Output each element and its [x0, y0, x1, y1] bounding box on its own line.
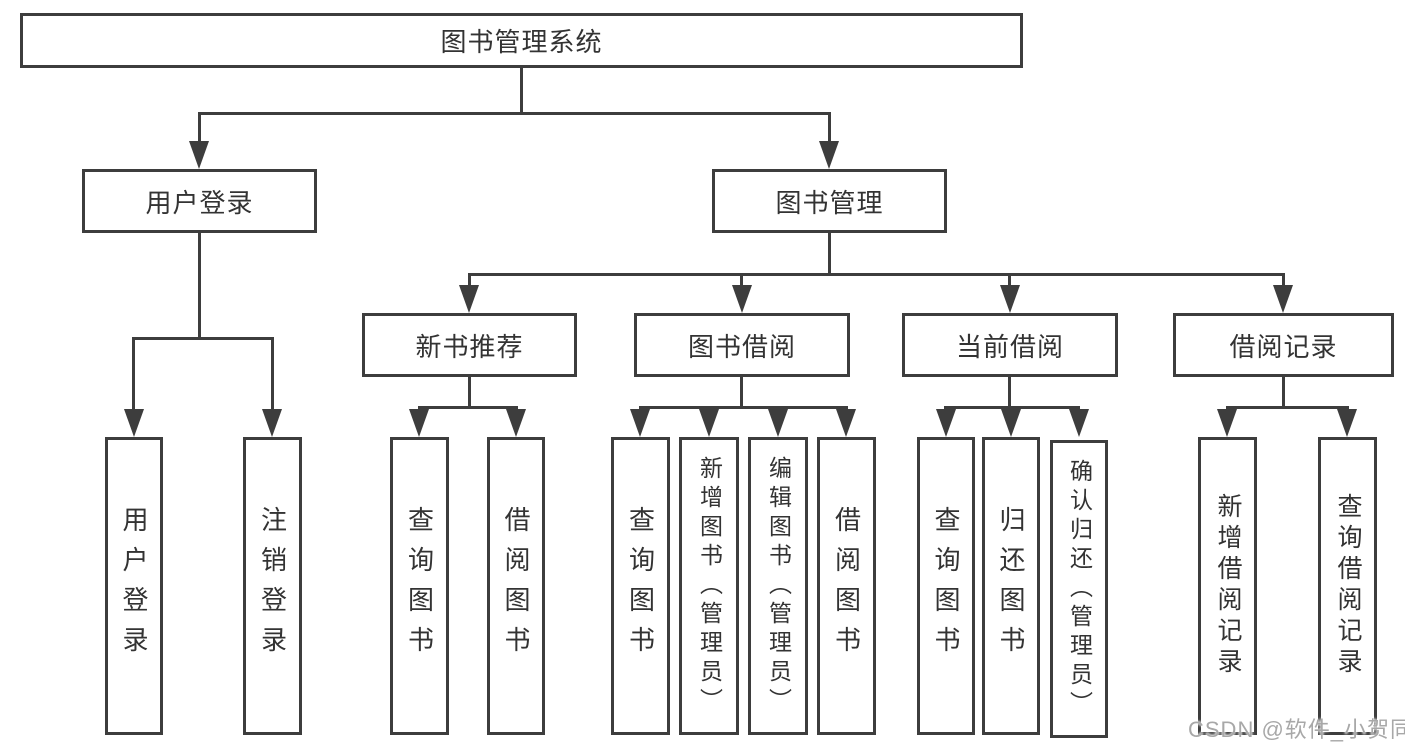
leaf-add-book-admin-label: 新增图书（管理员） [696, 455, 723, 717]
connector-book-mgmt-drop [828, 112, 831, 145]
connector-user-login-rail [132, 337, 274, 340]
arrowhead-icon [1273, 285, 1293, 313]
leaf-borrow-book-1-label: 借阅图书 [501, 506, 531, 666]
arrowhead-icon [699, 409, 719, 437]
leaf-logout: 注销登录 [243, 437, 302, 735]
connector-rail [418, 406, 518, 409]
leaf-confirm-return-admin-label: 确认归还（管理员） [1066, 458, 1093, 720]
leaf-query-book-3: 查询图书 [917, 437, 975, 735]
leaf-borrow-book-1: 借阅图书 [487, 437, 545, 735]
connector-user-login-drop [198, 112, 201, 145]
connector-stem [740, 377, 743, 409]
leaf-add-borrow-record-label: 新增借阅记录 [1214, 493, 1242, 679]
arrowhead-icon [1069, 409, 1089, 437]
arrowhead-icon [124, 409, 144, 437]
connector-stem [1282, 377, 1285, 409]
arrowhead-icon [732, 285, 752, 313]
node-book-management: 图书管理 [712, 169, 947, 233]
connector-level3-rail [468, 273, 1285, 276]
connector-root-stem [520, 68, 523, 115]
arrowhead-icon [768, 409, 788, 437]
watermark-text: CSDN @软件_小贺同学 [1188, 717, 1405, 742]
arrowhead-icon [1217, 409, 1237, 437]
arrowhead-icon [936, 409, 956, 437]
arrowhead-icon [409, 409, 429, 437]
connector-rail [944, 406, 1080, 409]
leaf-query-borrow-record: 查询借阅记录 [1318, 437, 1377, 735]
connector-stem [468, 377, 471, 409]
connector-level2-rail [198, 112, 831, 115]
leaf-add-borrow-record: 新增借阅记录 [1198, 437, 1257, 735]
leaf-user-login: 用户登录 [105, 437, 163, 735]
leaf-user-login-label: 用户登录 [119, 506, 149, 666]
leaf-query-book-1-label: 查询图书 [404, 506, 435, 666]
node-borrow-records-label: 借阅记录 [1229, 331, 1338, 362]
leaf-edit-book-admin-label: 编辑图书（管理员） [765, 455, 792, 717]
leaf-query-book-2-label: 查询图书 [625, 506, 656, 666]
arrowhead-icon [459, 285, 479, 313]
connector-user-login-stem [198, 233, 201, 340]
arrowhead-icon [819, 141, 839, 169]
node-book-borrow: 图书借阅 [634, 313, 850, 377]
leaf-borrow-book-2-label: 借阅图书 [831, 506, 862, 666]
leaf-return-book-label: 归还图书 [996, 506, 1026, 666]
connector-drop [132, 337, 135, 415]
connector-rail [639, 406, 848, 409]
leaf-add-book-admin: 新增图书（管理员） [679, 437, 739, 735]
connector-drop [468, 273, 471, 289]
arrowhead-icon [836, 409, 856, 437]
connector-drop [740, 273, 743, 289]
connector-drop [271, 337, 274, 415]
connector-rail [1226, 406, 1349, 409]
node-user-login: 用户登录 [82, 169, 317, 233]
connector-stem [1008, 377, 1011, 409]
node-user-login-label: 用户登录 [145, 187, 254, 218]
leaf-edit-book-admin: 编辑图书（管理员） [748, 437, 808, 735]
leaf-query-book-3-label: 查询图书 [931, 506, 961, 666]
node-new-book-recommend: 新书推荐 [362, 313, 577, 377]
connector-book-mgmt-stem [828, 233, 831, 276]
arrowhead-icon [189, 141, 209, 169]
arrowhead-icon [1000, 285, 1020, 313]
leaf-query-book-2: 查询图书 [611, 437, 670, 735]
leaf-query-book-1: 查询图书 [390, 437, 449, 735]
arrowhead-icon [630, 409, 650, 437]
node-new-book-recommend-label: 新书推荐 [415, 331, 524, 362]
node-library-system-label: 图书管理系统 [440, 27, 603, 57]
leaf-query-borrow-record-label: 查询借阅记录 [1334, 493, 1362, 679]
node-book-management-label: 图书管理 [775, 187, 884, 218]
connector-drop [1008, 273, 1011, 289]
connector-drop [1282, 273, 1285, 289]
arrowhead-icon [1337, 409, 1357, 437]
node-borrow-records: 借阅记录 [1173, 313, 1394, 377]
node-library-system: 图书管理系统 [20, 13, 1023, 68]
leaf-return-book: 归还图书 [982, 437, 1040, 735]
arrowhead-icon [506, 409, 526, 437]
leaf-logout-label: 注销登录 [257, 506, 288, 666]
arrowhead-icon [1001, 409, 1021, 437]
node-current-borrow-label: 当前借阅 [955, 331, 1064, 362]
node-current-borrow: 当前借阅 [902, 313, 1118, 377]
leaf-confirm-return-admin: 确认归还（管理员） [1050, 440, 1108, 738]
arrowhead-icon [262, 409, 282, 437]
leaf-borrow-book-2: 借阅图书 [817, 437, 876, 735]
node-book-borrow-label: 图书借阅 [687, 331, 796, 362]
